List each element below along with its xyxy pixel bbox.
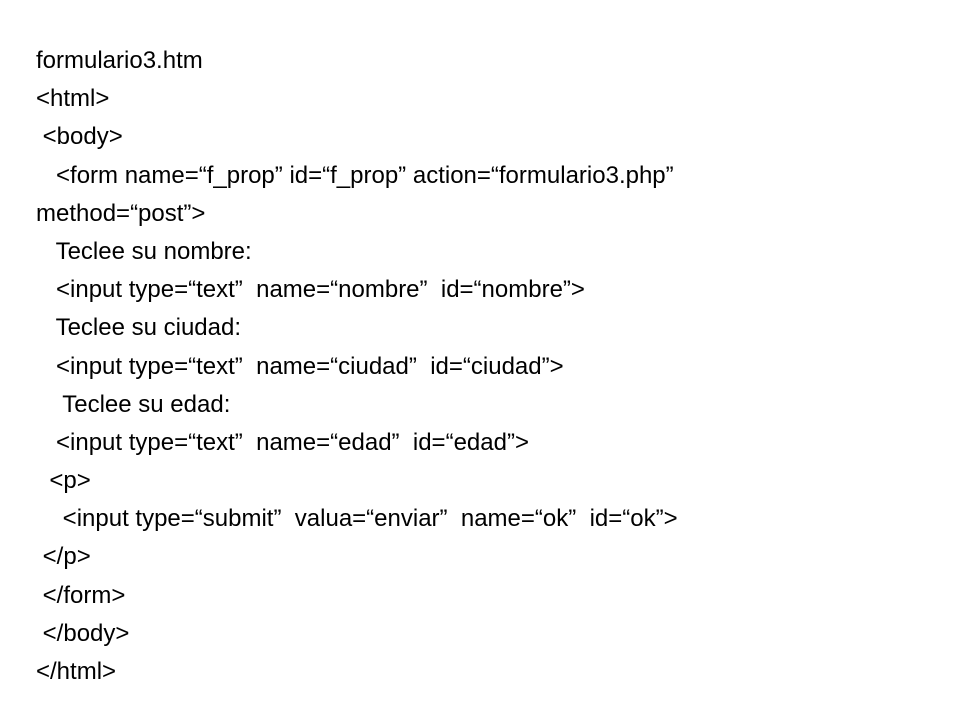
code-line-label-ciudad: Teclee su ciudad: bbox=[36, 314, 242, 342]
code-line-html-close: </html> bbox=[36, 658, 117, 685]
code-line-html-open: <html> bbox=[36, 85, 110, 113]
code-line-p-open: <p> bbox=[36, 467, 91, 495]
html-code-listing: formulario3.htm <html> <body> <form name… bbox=[36, 42, 936, 691]
code-line-input-ciudad: <input type=“text” name=“ciudad” id=“ciu… bbox=[36, 352, 564, 380]
code-line-input-submit: <input type=“submit” valua=“enviar” name… bbox=[36, 505, 678, 533]
code-line-input-nombre: <input type=“text” name=“nombre” id=“nom… bbox=[36, 276, 585, 304]
code-line-form-method: method=“post”> bbox=[36, 199, 206, 227]
code-line-body-close: </body> bbox=[36, 619, 130, 647]
code-line-input-edad: <input type=“text” name=“edad” id=“edad”… bbox=[36, 428, 529, 456]
code-line-p-close: </p> bbox=[36, 543, 91, 571]
file-name-line: formulario3.htm bbox=[36, 47, 203, 74]
code-line-form-open: <form name=“f_prop” id=“f_prop” action=“… bbox=[36, 161, 674, 189]
code-line-label-edad: Teclee su edad: bbox=[36, 390, 231, 418]
code-line-body-open: <body> bbox=[36, 123, 123, 151]
code-line-form-close: </form> bbox=[36, 581, 126, 609]
code-line-label-nombre: Teclee su nombre: bbox=[36, 237, 252, 265]
